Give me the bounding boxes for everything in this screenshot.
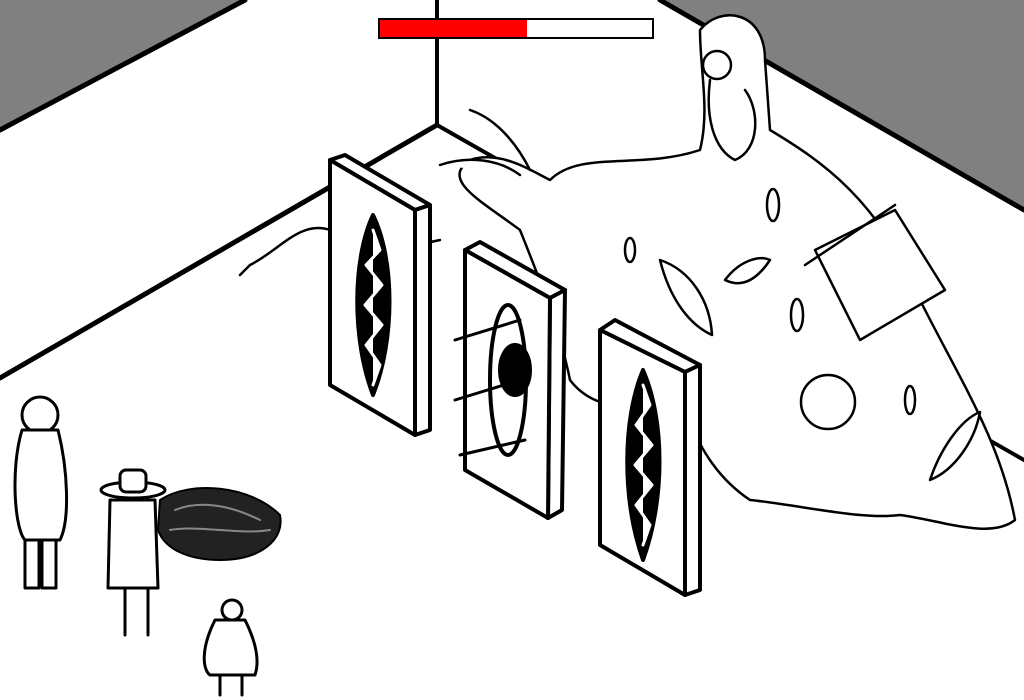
health-bar-fill bbox=[380, 20, 527, 37]
player-character-capsule[interactable] bbox=[13, 395, 69, 590]
cracked-panel-center[interactable] bbox=[453, 240, 567, 520]
dark-rock-creature[interactable] bbox=[157, 487, 282, 561]
mouth-panel-left[interactable] bbox=[328, 153, 432, 437]
wall-edge-left bbox=[0, 0, 248, 133]
health-bar bbox=[378, 18, 654, 39]
mouth-panel-right[interactable] bbox=[598, 318, 702, 597]
player-character-hat[interactable] bbox=[99, 468, 167, 637]
player-character-small[interactable] bbox=[202, 598, 259, 697]
